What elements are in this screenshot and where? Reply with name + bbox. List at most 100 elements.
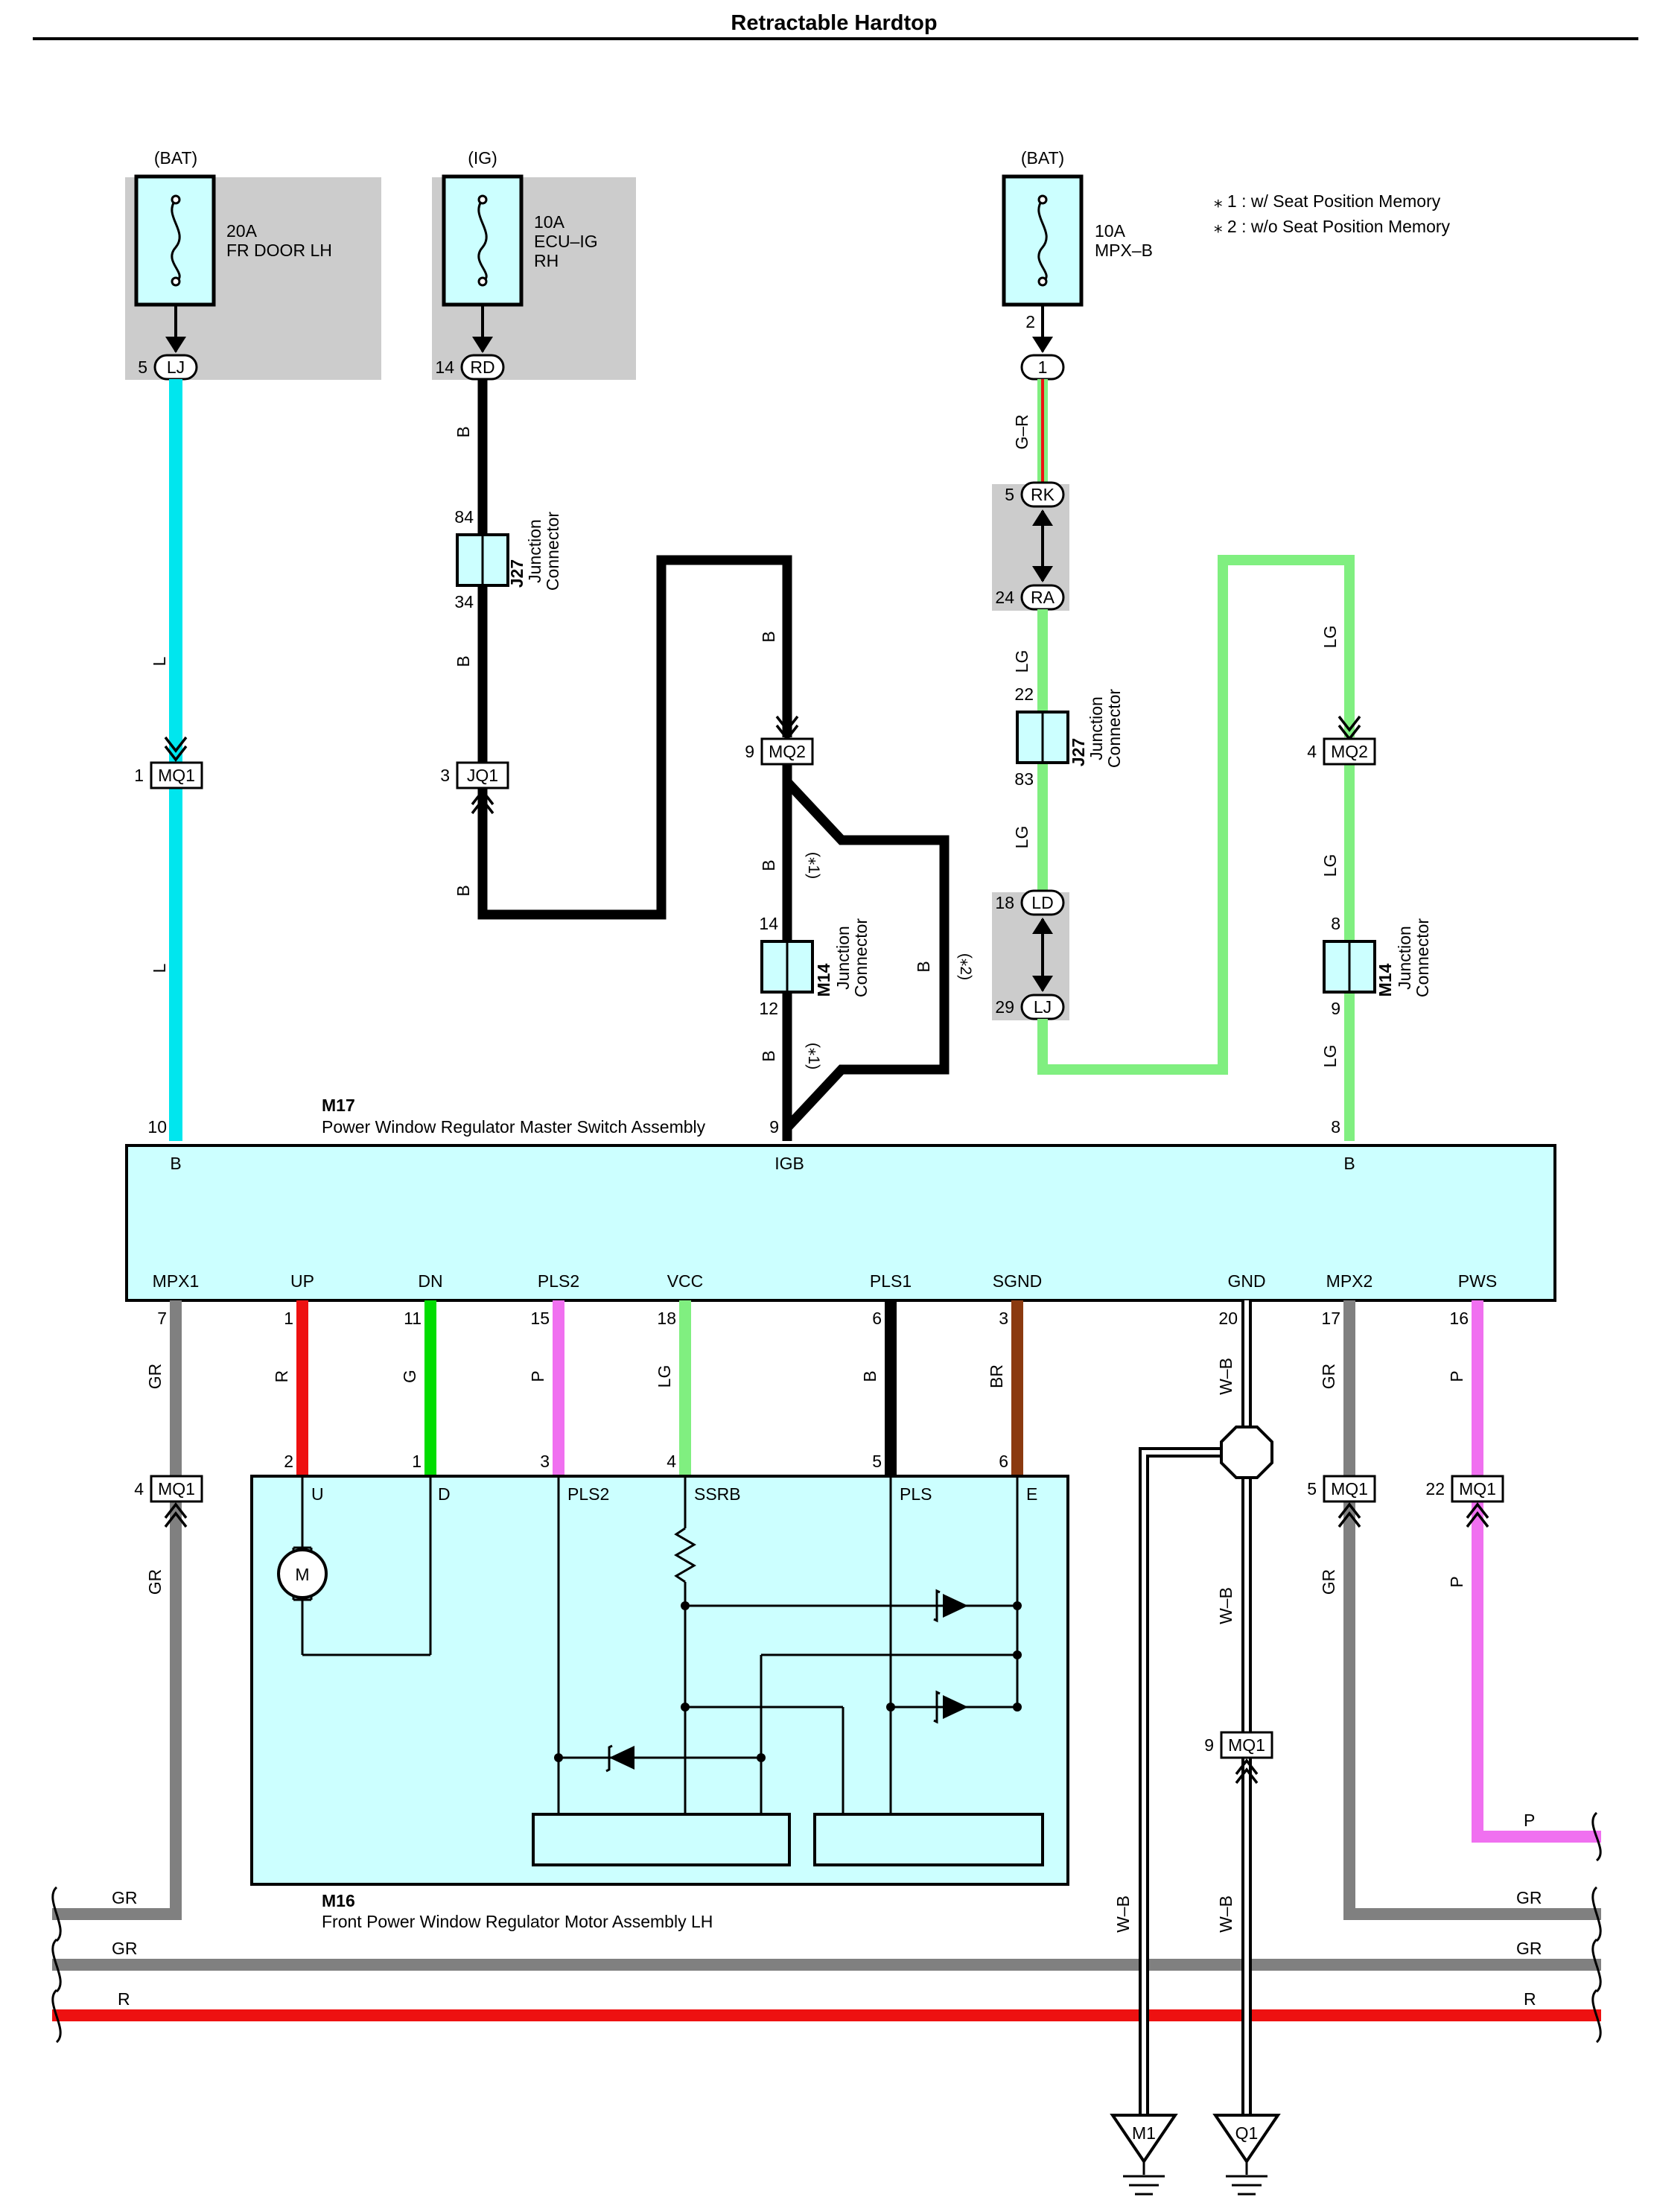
fuse-3-element [1037,199,1048,283]
svg-text:J27: J27 [507,559,527,588]
svg-text:14: 14 [435,357,454,377]
svg-text:R: R [118,1989,130,2009]
m16-internal-circuit [292,1476,1044,1866]
svg-text:(⁎1): (⁎1) [805,1043,822,1070]
svg-text:B: B [759,1050,778,1061]
connector-mq1-22 [1451,1475,1504,1503]
svg-text:LG: LG [1012,826,1031,849]
svg-text:B: B [860,1370,880,1382]
svg-text:W–B: W–B [1113,1895,1133,1933]
svg-text:83: 83 [1014,769,1034,789]
svg-text:84: 84 [454,507,474,527]
connector-rk-5 [1020,481,1065,508]
svg-text:D: D [438,1484,451,1504]
svg-text:BR: BR [987,1364,1006,1388]
svg-text:LG: LG [1320,1045,1340,1068]
svg-text:U: U [311,1484,324,1504]
svg-text:8: 8 [1331,914,1340,933]
fuse-3-amp: 10A [1095,221,1126,241]
svg-text:GR: GR [112,1888,138,1907]
connector-mq2-4 [1323,737,1376,766]
connector-mq1-1 [150,761,203,789]
svg-text:GR: GR [1516,1939,1542,1958]
svg-text:1: 1 [134,766,144,785]
svg-text:3: 3 [540,1452,550,1471]
fuse-2-element [477,199,488,283]
ground-m1-label: M1 [1132,2123,1156,2143]
svg-text:PLS: PLS [900,1484,932,1504]
svg-text:(⁎2): (⁎2) [957,953,974,980]
svg-text:14: 14 [759,914,778,933]
svg-text:MQ1: MQ1 [1228,1735,1265,1755]
svg-text:W–B: W–B [1216,1895,1235,1933]
svg-text:RK: RK [1031,485,1055,504]
svg-text:LJ: LJ [167,357,185,377]
note-1: ⁎ 1 : w/ Seat Position Memory [1214,191,1441,211]
svg-text:GR: GR [1319,1364,1338,1390]
svg-text:18: 18 [657,1309,676,1328]
svg-text:29: 29 [995,997,1014,1017]
svg-text:9: 9 [1204,1735,1214,1755]
svg-text:6: 6 [999,1452,1008,1471]
m17-bottom-terminals: MPX1 UP DN PLS2 VCC PLS1 SGND GND MPX2 P… [153,1271,1498,1291]
svg-text:2: 2 [1025,312,1035,331]
fuse-2-name2: RH [534,251,559,270]
svg-text:PWS: PWS [1458,1271,1497,1291]
svg-text:B: B [170,1154,181,1173]
zener-diode-1-icon [933,1589,968,1623]
connector-mq1-9 [1220,1731,1273,1759]
svg-text:Connector: Connector [543,512,562,591]
svg-text:5: 5 [1307,1479,1317,1498]
svg-text:L: L [150,963,169,973]
fuse-1-amp: 20A [226,221,258,241]
fuse-3-source: (BAT) [1021,148,1064,168]
svg-text:GR: GR [112,1939,138,1958]
svg-text:MPX1: MPX1 [153,1271,200,1291]
svg-text:MQ1: MQ1 [158,1479,195,1498]
wire-b-igb [477,379,792,920]
svg-text:9: 9 [745,742,754,761]
svg-text:RA: RA [1031,588,1055,607]
svg-text:1: 1 [284,1309,293,1328]
svg-text:8: 8 [1331,1117,1340,1137]
svg-text:MPX2: MPX2 [1326,1271,1373,1291]
svg-text:R: R [1524,1989,1536,2009]
m17-switch-assembly [125,1144,1556,1302]
connector-jq1-3 [456,761,509,789]
svg-text:1: 1 [412,1452,422,1471]
svg-text:MQ1: MQ1 [1459,1479,1496,1498]
svg-text:GR: GR [1319,1569,1338,1595]
svg-text:SGND: SGND [993,1271,1042,1291]
svg-text:G: G [400,1370,419,1383]
svg-text:24: 24 [995,588,1014,607]
svg-text:22: 22 [1425,1479,1445,1498]
svg-text:5: 5 [138,357,147,377]
svg-text:B: B [454,655,473,667]
connector-mq1-5 [1323,1475,1376,1503]
svg-text:4: 4 [1307,742,1317,761]
fuse-2-amp: 10A [534,212,565,232]
svg-text:M14: M14 [814,963,833,997]
svg-text:G–R: G–R [1012,414,1031,449]
svg-text:16: 16 [1449,1309,1469,1328]
m17-name: Power Window Regulator Master Switch Ass… [322,1117,706,1137]
svg-text:Connector: Connector [1104,689,1124,768]
svg-text:LG: LG [655,1365,674,1388]
svg-text:9: 9 [1331,999,1340,1018]
svg-text:Junction: Junction [1395,926,1414,990]
svg-text:SSRB: SSRB [694,1484,741,1504]
svg-text:PLS2: PLS2 [567,1484,609,1504]
svg-text:B: B [454,426,473,437]
svg-text:7: 7 [157,1309,167,1328]
svg-text:B: B [1343,1154,1355,1173]
svg-text:MQ2: MQ2 [769,742,806,761]
svg-text:M: M [295,1565,309,1584]
svg-text:B: B [759,859,778,871]
svg-text:P: P [1447,1370,1466,1382]
svg-text:B: B [759,631,778,642]
svg-text:Junction: Junction [833,926,853,990]
svg-text:E: E [1026,1484,1037,1504]
svg-text:4: 4 [134,1479,144,1498]
motor-icon [277,1548,328,1599]
